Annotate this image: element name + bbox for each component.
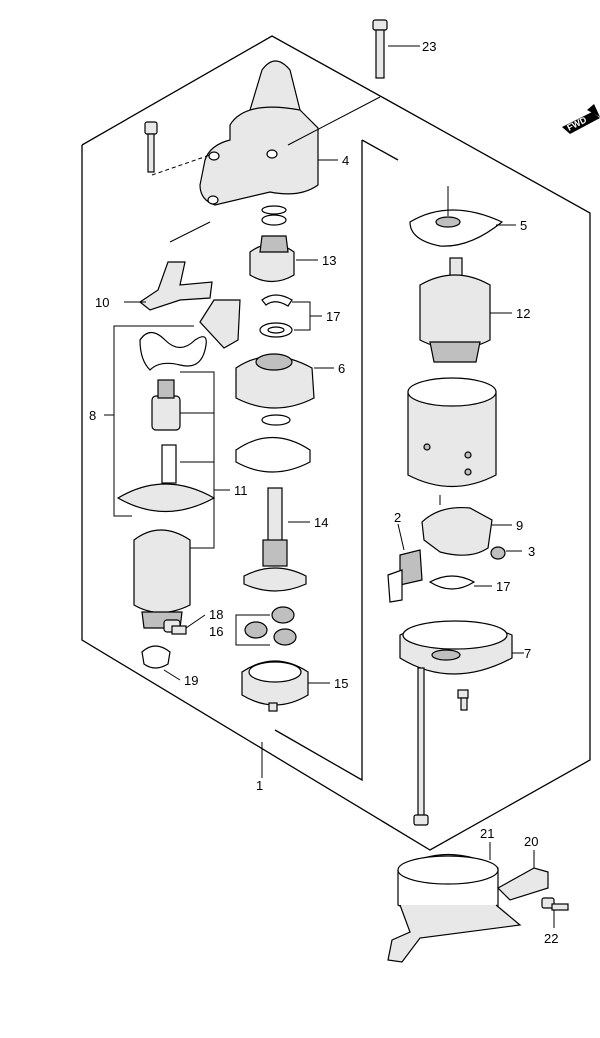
callout-2: 2 [394,510,401,525]
callout-5: 5 [520,218,527,233]
callout-21: 21 [480,826,494,841]
callout-6: 6 [338,361,345,376]
callout-17-upper: 17 [326,309,340,324]
part-16-planet-gears[interactable] [235,606,297,646]
callout-16: 16 [209,624,223,639]
callout-labels: 23 4 5 13 10 12 17 6 8 11 14 2 9 3 17 18… [89,39,558,946]
fwd-direction-badge: FWD [562,104,600,134]
callout-23: 23 [422,39,436,54]
callout-3: 3 [528,544,535,559]
part-18-terminal-bolt[interactable] [163,614,206,635]
part-5-end-plate[interactable] [409,186,516,247]
part-6-gear-cover[interactable] [235,353,334,409]
part-17-washer-lower[interactable] [428,575,492,590]
callout-11: 11 [234,483,248,498]
callout-19: 19 [184,673,198,688]
callout-17-lower: 17 [496,579,510,594]
callout-4: 4 [342,153,349,168]
callout-8: 8 [89,408,96,423]
callout-20: 20 [524,834,538,849]
callout-13: 13 [322,253,336,268]
part-10-shift-lever[interactable] [124,261,213,311]
part-15-ring-gear[interactable] [241,660,330,712]
part-23-bolt[interactable] [372,19,420,79]
through-bolt[interactable] [413,667,429,826]
part-3-nut[interactable] [490,546,522,560]
callout-22: 22 [544,931,558,946]
part-22-bolt[interactable] [541,897,569,928]
callout-15: 15 [334,676,348,691]
part-21-mounting-band[interactable] [387,842,522,963]
part-17-clip-washer-upper[interactable] [259,294,322,338]
callout-18: 18 [209,607,223,622]
part-20-bracket[interactable] [497,850,549,901]
part-8-solenoid-assembly[interactable] [104,299,241,629]
callout-9: 9 [516,518,523,533]
assembly-frame [81,35,591,851]
part-13-pinion[interactable] [249,205,318,283]
motor-yoke[interactable] [407,377,497,505]
part-9-brush-holder[interactable] [387,506,512,603]
part-14-shaft[interactable] [243,487,310,592]
housing-bolt[interactable] [144,121,211,176]
callout-10: 10 [95,295,109,310]
callout-7: 7 [524,646,531,661]
o-ring-seal[interactable] [235,414,311,473]
callout-12: 12 [516,306,530,321]
part-4-front-housing[interactable] [199,60,338,206]
part-12-armature[interactable] [419,257,512,363]
cap-bolt[interactable] [457,689,469,711]
part-19-clamp[interactable] [141,645,181,681]
callout-14: 14 [314,515,328,530]
part-7-rear-cap[interactable] [399,620,524,675]
callout-1: 1 [256,778,263,793]
